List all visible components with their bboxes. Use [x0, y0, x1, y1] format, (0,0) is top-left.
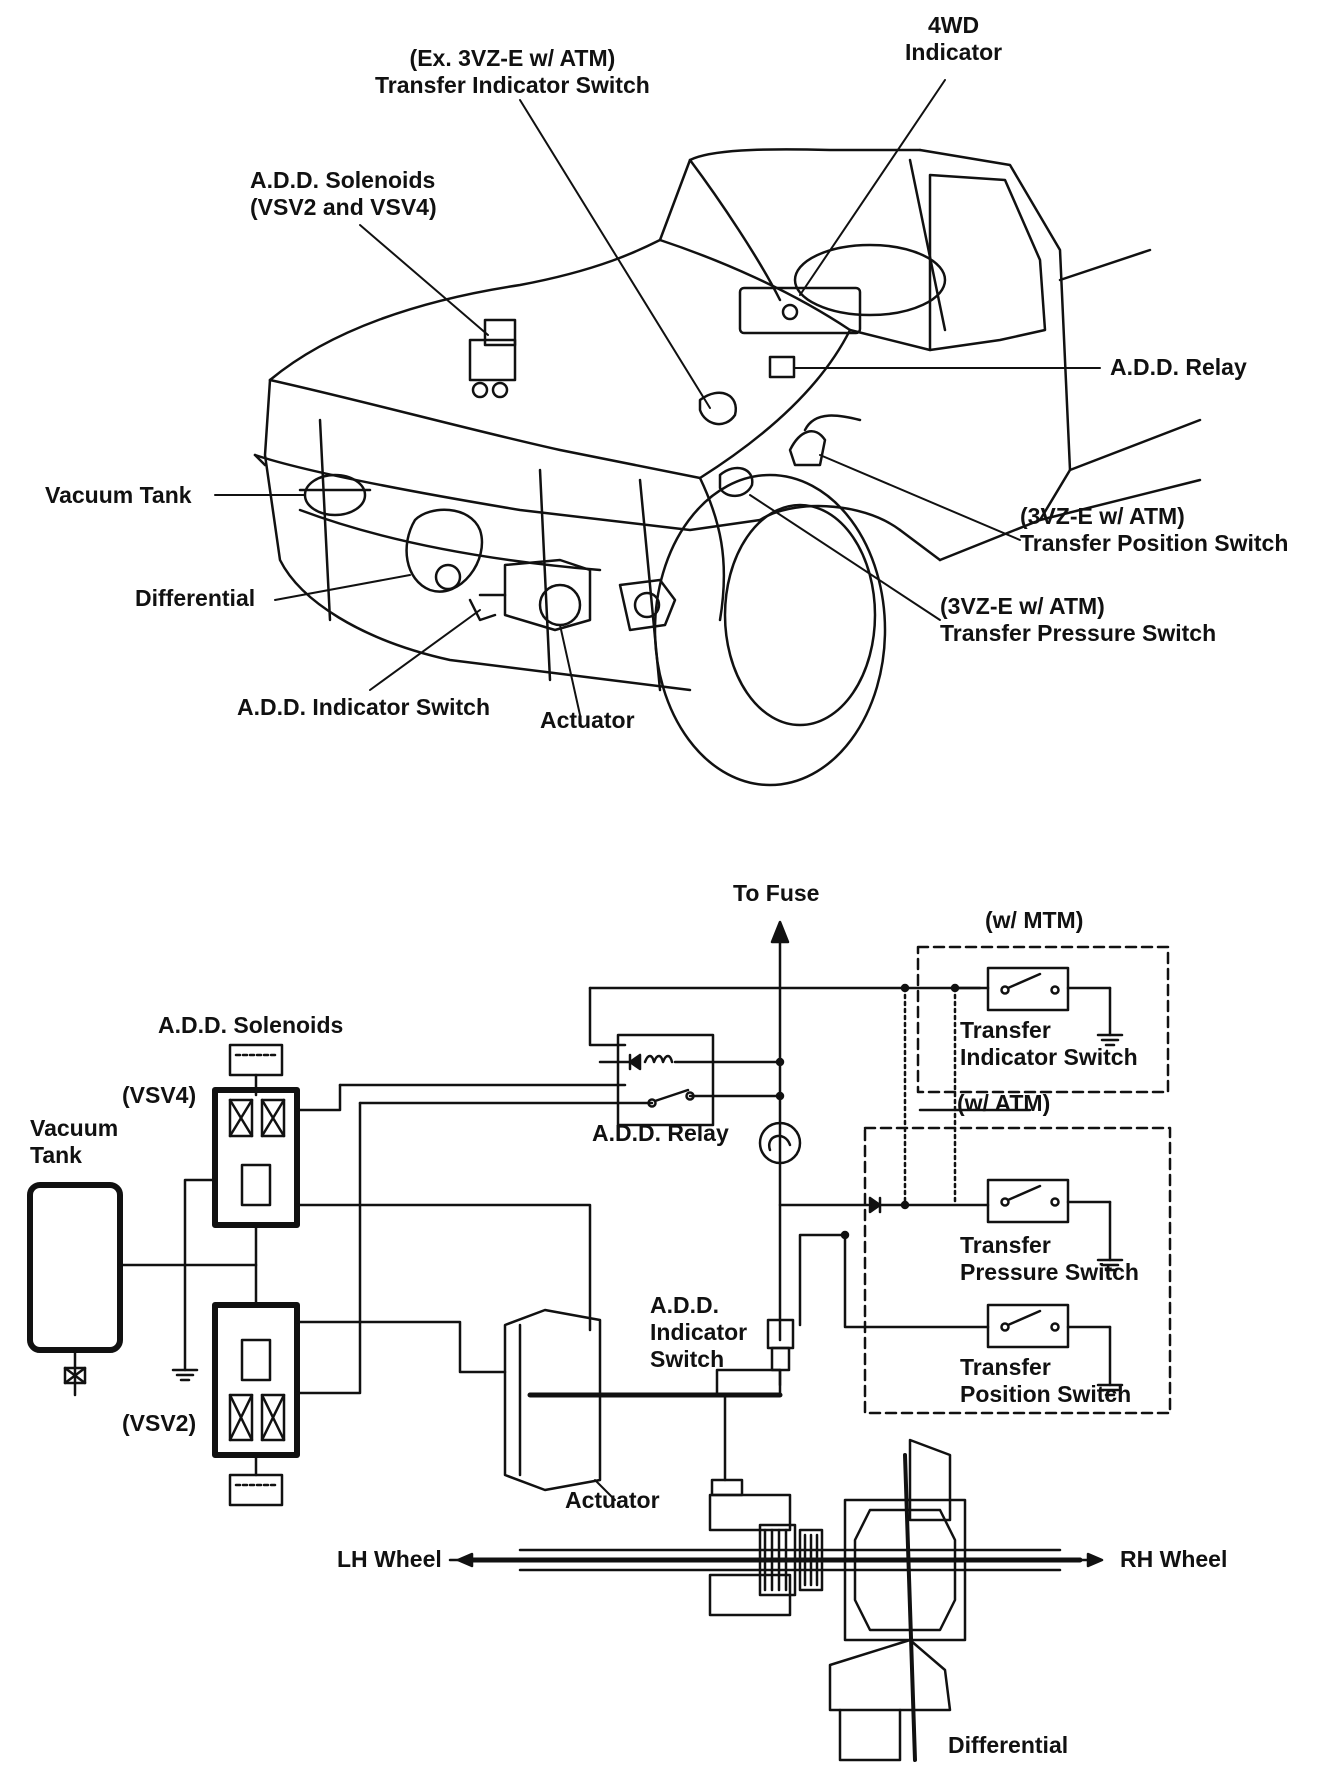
- transfer-indicator-switch-label: Transfer Indicator Switch: [960, 1017, 1138, 1070]
- transfer-pressure-switch-label: Transfer Pressure Switch: [960, 1232, 1139, 1285]
- w-atm-label: (w/ ATM): [957, 1090, 1051, 1116]
- actuator-label: Actuator: [565, 1487, 660, 1513]
- transfer-position-switch-top-label: (3VZ-E w/ ATM) Transfer Position Switch: [1020, 503, 1289, 556]
- transfer-position-switch-label: Transfer Position Switch: [960, 1354, 1132, 1407]
- bottom-leader-lines: [594, 1479, 616, 1501]
- vacuum-tank-label: Vacuum Tank: [30, 1115, 119, 1168]
- 4wd-indicator-label: 4WD Indicator: [905, 12, 1003, 65]
- differential-top-label: Differential: [135, 585, 256, 611]
- rh-wheel-label: RH Wheel: [1120, 1546, 1228, 1572]
- schematic-drawing: [27, 920, 1172, 1762]
- add-relay-label: A.D.D. Relay: [592, 1120, 729, 1146]
- add-indicator-switch-label: A.D.D. Indicator Switch: [650, 1292, 748, 1372]
- w-mtm-label: (w/ MTM): [985, 907, 1084, 933]
- add-solenoids-top-label: A.D.D. Solenoids (VSV2 and VSV4): [250, 167, 437, 220]
- differential-label: Differential: [948, 1732, 1069, 1758]
- lh-wheel-label: LH Wheel: [337, 1546, 442, 1572]
- actuator-top-label: Actuator: [540, 707, 635, 733]
- to-fuse-label: To Fuse: [733, 880, 820, 906]
- vsv2-label: (VSV2): [122, 1410, 197, 1436]
- truck-illustration: [253, 148, 1202, 787]
- add-solenoids-label: A.D.D. Solenoids: [158, 1012, 344, 1038]
- top-leader-lines: [214, 79, 1101, 716]
- vsv4-label: (VSV4): [122, 1082, 197, 1108]
- add-relay-top-label: A.D.D. Relay: [1110, 354, 1247, 380]
- vacuum-tank-top-label: Vacuum Tank: [45, 482, 192, 508]
- add-indicator-switch-top-label: A.D.D. Indicator Switch: [237, 694, 491, 720]
- transfer-indicator-switch-top-label: (Ex. 3VZ-E w/ ATM) Transfer Indicator Sw…: [375, 45, 650, 98]
- transfer-pressure-switch-top-label: (3VZ-E w/ ATM) Transfer Pressure Switch: [940, 593, 1217, 646]
